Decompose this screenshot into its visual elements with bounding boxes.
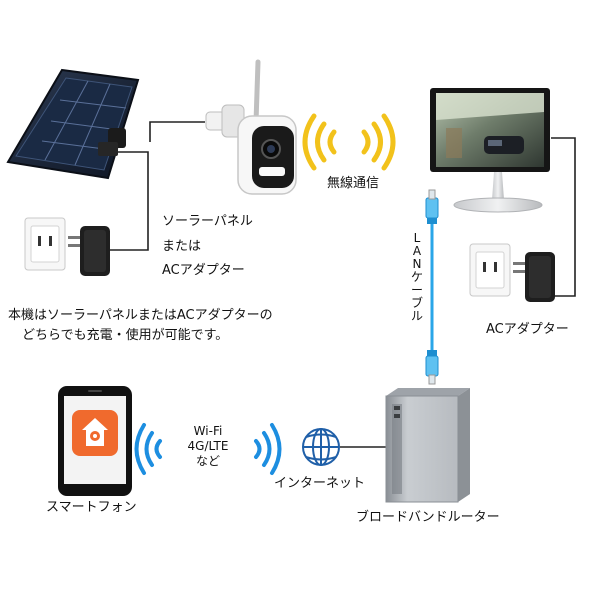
lan-char: N xyxy=(412,257,422,271)
solar-panel xyxy=(6,68,140,180)
smartphone-label: スマートフォン xyxy=(46,500,137,515)
lan-char: ケ xyxy=(410,270,423,284)
broadband-router xyxy=(385,388,470,503)
power-note-line-1: 本機はソーラーパネルまたはACアダプターの xyxy=(8,308,273,323)
lan-cable-label: L A N ケ ー ブ ル xyxy=(409,232,425,323)
security-camera xyxy=(205,59,297,195)
smartphone xyxy=(58,386,132,496)
ac-adapter-left xyxy=(68,226,110,276)
monitor xyxy=(430,88,550,213)
camera-cable xyxy=(149,121,205,142)
outlet-left xyxy=(24,217,66,271)
solar-cable xyxy=(108,151,149,251)
power-note-line-2: どちらでも充電・使用が可能です。 xyxy=(22,328,229,343)
wireless-label: 無線通信 xyxy=(327,176,380,191)
wifi-label-1: Wi-Fi xyxy=(193,424,223,438)
monitor-power-cable xyxy=(548,137,576,297)
wireless-waves-icon xyxy=(302,113,396,171)
wifi-label-3: など xyxy=(195,454,220,468)
lan-char: ブ xyxy=(410,296,423,310)
camera-power-label-3: ACアダプター xyxy=(162,263,245,278)
lan-char: A xyxy=(412,244,422,258)
camera-power-label-1: ソーラーパネル xyxy=(162,214,253,229)
lan-char: L xyxy=(413,231,421,245)
power-note: 本機はソーラーパネルまたはACアダプターの どちらでも充電・使用が可能です。 xyxy=(8,306,273,346)
globe-icon xyxy=(302,428,340,466)
outlet-right xyxy=(469,243,511,297)
ac-adapter-right xyxy=(513,252,555,302)
wifi-label: Wi-Fi 4G/LTE など xyxy=(168,424,248,469)
lan-char: ー xyxy=(410,283,423,297)
wifi-waves-left-icon xyxy=(134,423,162,475)
internet-label: インターネット xyxy=(274,476,366,491)
wifi-waves-right-icon xyxy=(254,423,282,475)
lan-char: ル xyxy=(410,309,423,323)
wifi-label-2: 4G/LTE xyxy=(187,439,229,453)
ac-adapter-label: ACアダプター xyxy=(486,322,569,337)
connection-lines xyxy=(108,121,576,448)
camera-power-label-2: または xyxy=(162,239,202,254)
router-label: ブロードバンドルーター xyxy=(356,510,500,525)
lan-cable xyxy=(425,189,439,385)
